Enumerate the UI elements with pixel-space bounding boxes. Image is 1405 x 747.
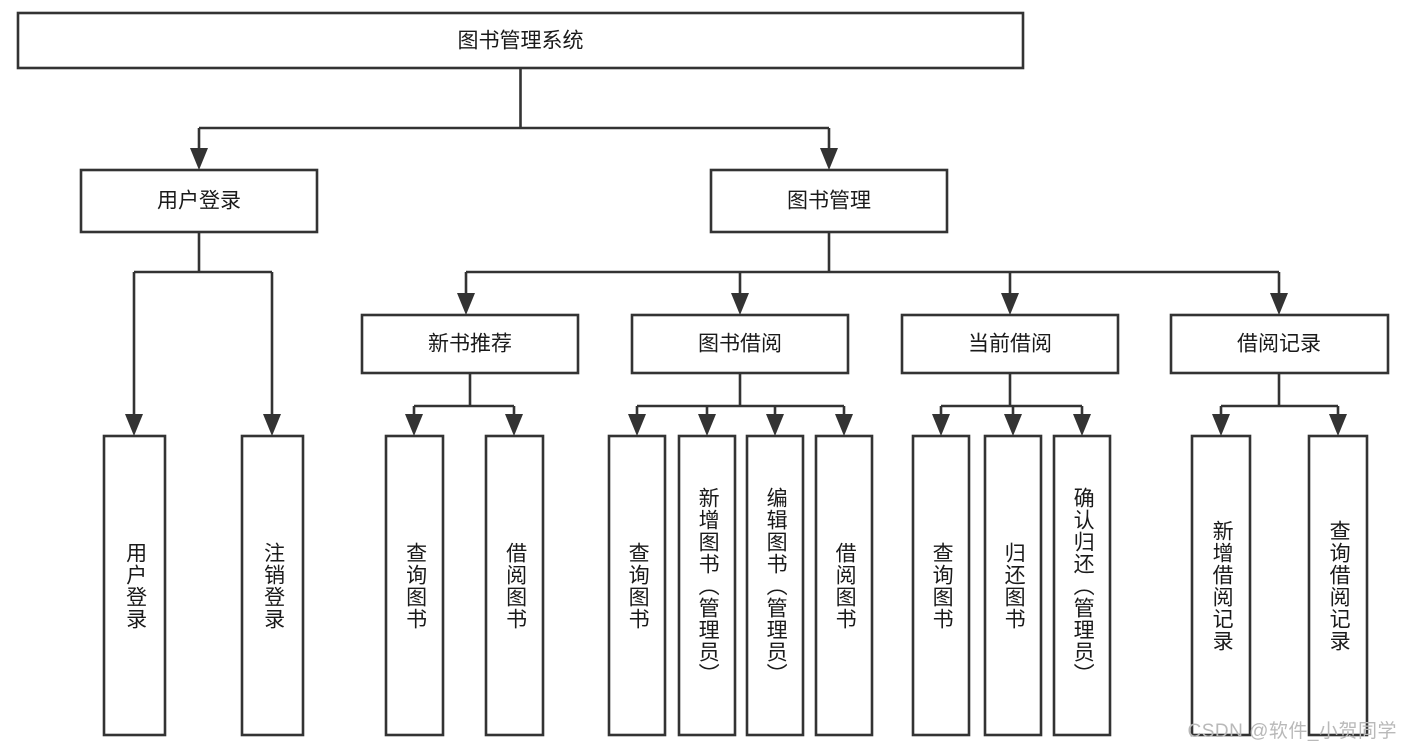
node-book-manage-box[interactable]: [709, 168, 949, 234]
node-book-borrow-label: 图书借阅: [698, 333, 782, 356]
connector-layer: [125, 68, 1347, 436]
arrow-head-current-borrow: [1001, 293, 1019, 315]
node-borrow-record-label: 借阅记录: [1237, 333, 1321, 356]
arrow-head-leaf-query-book-borrow: [628, 414, 646, 436]
leaf-box-layer: [102, 434, 1369, 737]
node-current-borrow-label: 当前借阅: [968, 333, 1052, 356]
node-leaf-return-book-box[interactable]: [983, 434, 1043, 737]
arrow-head-leaf-edit-book: [766, 414, 784, 436]
node-borrow-record-box[interactable]: [1169, 313, 1390, 375]
node-borrow-record[interactable]: 借阅记录: [1169, 313, 1390, 375]
node-leaf-query-book-borrow-box[interactable]: [607, 434, 667, 737]
arrow-head-leaf-confirm-return: [1073, 414, 1091, 436]
node-leaf-query-record-box[interactable]: [1307, 434, 1369, 737]
node-book-borrow[interactable]: 图书借阅: [630, 313, 850, 375]
node-new-book-recommend-box[interactable]: [360, 313, 580, 375]
node-book-manage-label: 图书管理: [787, 190, 871, 213]
node-leaf-add-record-box[interactable]: [1190, 434, 1252, 737]
node-user-login-label: 用户登录: [157, 190, 241, 213]
node-leaf-add-book-box[interactable]: [677, 434, 737, 737]
arrow-head-borrow-record: [1270, 293, 1288, 315]
arrow-head-leaf-add-book: [698, 414, 716, 436]
arrow-head-leaf-borrow-book-rec: [505, 414, 523, 436]
node-book-borrow-box[interactable]: [630, 313, 850, 375]
node-root-label: 图书管理系统: [458, 30, 584, 53]
arrow-head-book-manage: [820, 148, 838, 170]
arrow-head-leaf-user-login: [125, 414, 143, 436]
node-current-borrow-box[interactable]: [900, 313, 1120, 375]
arrow-head-leaf-borrow-book: [835, 414, 853, 436]
node-user-login-box[interactable]: [79, 168, 319, 234]
node-new-book-recommend[interactable]: 新书推荐: [360, 313, 580, 375]
node-leaf-confirm-return-box[interactable]: [1052, 434, 1112, 737]
node-leaf-borrow-book-box[interactable]: [814, 434, 874, 737]
node-leaf-edit-book-box[interactable]: [745, 434, 805, 737]
node-book-manage[interactable]: 图书管理: [709, 168, 949, 234]
arrow-head-leaf-query-record: [1329, 414, 1347, 436]
node-leaf-query-book-cur-box[interactable]: [911, 434, 971, 737]
arrow-head-leaf-logout: [263, 414, 281, 436]
arrow-head-leaf-query-book-rec: [405, 414, 423, 436]
node-root[interactable]: 图书管理系统: [16, 11, 1025, 70]
node-leaf-query-book-rec-box[interactable]: [384, 434, 445, 737]
arrow-head-leaf-add-record: [1212, 414, 1230, 436]
arrow-head-book-borrow: [731, 293, 749, 315]
node-new-book-recommend-label: 新书推荐: [428, 333, 512, 356]
node-user-login[interactable]: 用户登录: [79, 168, 319, 234]
watermark-text: CSDN @软件_小贺同学: [1187, 721, 1397, 742]
arrow-head-leaf-query-book-cur: [932, 414, 950, 436]
node-leaf-logout-box[interactable]: [240, 434, 305, 737]
arrow-head-user-login: [190, 148, 208, 170]
arrow-head-leaf-return-book: [1004, 414, 1022, 436]
arrow-head-new-book-recommend: [457, 293, 475, 315]
node-current-borrow[interactable]: 当前借阅: [900, 313, 1120, 375]
node-root-box[interactable]: [16, 11, 1025, 70]
node-leaf-user-login-box[interactable]: [102, 434, 167, 737]
node-leaf-borrow-book-rec-box[interactable]: [484, 434, 545, 737]
